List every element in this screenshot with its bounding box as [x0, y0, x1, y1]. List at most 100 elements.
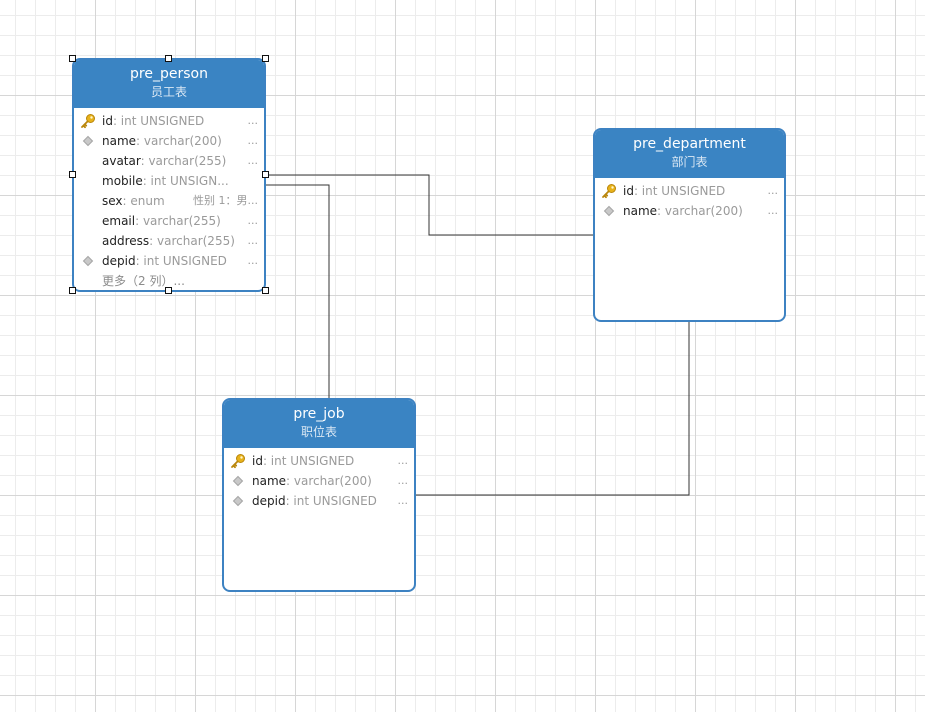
field-row[interactable]: avatar: varchar(255)...	[74, 151, 264, 171]
entity-header: pre_department 部门表	[595, 130, 784, 178]
field-row[interactable]: address: varchar(255)...	[74, 231, 264, 251]
field-name: id: int UNSIGNED	[102, 111, 204, 131]
field-name-text: name	[623, 204, 658, 218]
field-name: depid: int UNSIGNED	[102, 251, 227, 271]
field-type: : enum	[122, 194, 165, 208]
field-name-text: name	[252, 474, 287, 488]
field-extra: ...	[247, 134, 259, 147]
field-extra: ...	[397, 454, 409, 467]
entity-header: pre_person 员工表	[74, 60, 264, 108]
field-name-text: id	[623, 184, 634, 198]
more-columns-row[interactable]: 更多（2 列）...	[74, 271, 264, 290]
field-name: name: varchar(200)	[252, 471, 372, 491]
field-extra: ...	[767, 204, 779, 217]
field-type: : varchar(255)	[149, 234, 235, 248]
field-name-text: id	[102, 114, 113, 128]
field-name: email: varchar(255)	[102, 211, 221, 231]
field-extra: ...	[247, 254, 259, 267]
field-type: : int UNSIGNED	[135, 254, 227, 268]
field-type: : int UNSIGNED	[262, 454, 355, 468]
field-type: : int UNSIGNED	[633, 184, 726, 198]
field-name: name: varchar(200)	[623, 201, 743, 221]
diamond-icon	[80, 133, 96, 149]
entity-comment: 职位表	[300, 425, 337, 439]
diamond-icon	[601, 203, 617, 219]
field-row[interactable]: id: int UNSIGNED...	[595, 181, 784, 201]
field-type: : varchar(200)	[136, 134, 222, 148]
field-name-text: sex	[102, 194, 123, 208]
field-name: avatar: varchar(255)	[102, 151, 226, 171]
field-name-text: address	[102, 234, 150, 248]
diamond-icon	[230, 473, 246, 489]
field-name: sex: enum	[102, 191, 165, 211]
field-row[interactable]: id: int UNSIGNED...	[224, 451, 414, 471]
resize-handle-top-center[interactable]	[165, 55, 172, 62]
field-row[interactable]: mobile: int UNSIGN...	[74, 171, 264, 191]
field-extra: ...	[247, 154, 259, 167]
field-extra: ...	[397, 474, 409, 487]
field-type: : varchar(255)	[140, 154, 227, 168]
entity-name: pre_person	[130, 66, 208, 82]
entity-pre-person[interactable]: pre_person 员工表 id: int UNSIGNED...name: …	[72, 58, 266, 292]
field-name-text: depid	[102, 254, 136, 268]
field-name: address: varchar(255)	[102, 231, 235, 251]
diamond-icon	[80, 253, 96, 269]
field-row[interactable]: id: int UNSIGNED...	[74, 111, 264, 131]
field-extra: ...	[247, 234, 259, 247]
field-name-text: mobile	[102, 174, 143, 188]
field-name-text: name	[102, 134, 137, 148]
field-type: : varchar(255)	[135, 214, 221, 228]
field-name: id: int UNSIGNED	[252, 451, 354, 471]
entity-pre-job[interactable]: pre_job 职位表 id: int UNSIGNED...name: var…	[222, 398, 416, 592]
field-extra: ...	[247, 114, 259, 127]
relationship-person-department[interactable]	[265, 174, 594, 236]
field-row[interactable]: email: varchar(255)...	[74, 211, 264, 231]
key-icon	[601, 183, 617, 199]
field-name-text: email	[102, 214, 136, 228]
field-list: id: int UNSIGNED...name: varchar(200)...	[595, 178, 784, 221]
field-name: depid: int UNSIGNED	[252, 491, 377, 511]
field-row[interactable]: name: varchar(200)...	[224, 471, 414, 491]
field-list: id: int UNSIGNED...name: varchar(200)...…	[74, 108, 264, 290]
resize-handle-top-left[interactable]	[69, 55, 76, 62]
field-extra: ...	[247, 214, 259, 227]
field-row[interactable]: name: varchar(200)...	[595, 201, 784, 221]
field-type: : varchar(200)	[286, 474, 372, 488]
field-extra: 性别 1：男...	[193, 194, 258, 207]
resize-handle-bottom-right[interactable]	[262, 287, 269, 294]
field-type: : int UNSIGNED	[112, 114, 205, 128]
field-list: id: int UNSIGNED...name: varchar(200)...…	[224, 448, 414, 511]
field-name-text: depid	[252, 494, 286, 508]
field-name: name: varchar(200)	[102, 131, 222, 151]
field-name: id: int UNSIGNED	[623, 181, 725, 201]
field-type: : varchar(200)	[657, 204, 743, 218]
key-icon	[80, 113, 96, 129]
entity-header: pre_job 职位表	[224, 400, 414, 448]
entity-comment: 部门表	[671, 155, 708, 169]
resize-handle-bottom-center[interactable]	[165, 287, 172, 294]
field-type: : int UNSIGN...	[142, 174, 229, 188]
diamond-icon	[230, 493, 246, 509]
field-row[interactable]: name: varchar(200)...	[74, 131, 264, 151]
resize-handle-top-right[interactable]	[262, 55, 269, 62]
entity-name: pre_job	[293, 406, 345, 422]
key-icon	[230, 453, 246, 469]
relationship-job-department[interactable]	[415, 321, 690, 496]
resize-handle-middle-right[interactable]	[262, 171, 269, 178]
resize-handle-middle-left[interactable]	[69, 171, 76, 178]
entity-name: pre_department	[633, 136, 746, 152]
relationship-person-job[interactable]	[265, 184, 330, 399]
field-row[interactable]: sex: enum 性别 1：男...	[74, 191, 264, 211]
more-columns-label: 更多（2 列）...	[102, 274, 185, 288]
field-row[interactable]: depid: int UNSIGNED...	[224, 491, 414, 511]
field-name: mobile: int UNSIGN...	[102, 171, 229, 191]
field-name-text: avatar	[102, 154, 141, 168]
field-name-text: id	[252, 454, 263, 468]
field-row[interactable]: depid: int UNSIGNED...	[74, 251, 264, 271]
field-type: : int UNSIGNED	[285, 494, 377, 508]
field-extra: ...	[397, 494, 409, 507]
field-extra: ...	[767, 184, 779, 197]
entity-pre-department[interactable]: pre_department 部门表 id: int UNSIGNED...na…	[593, 128, 786, 322]
resize-handle-bottom-left[interactable]	[69, 287, 76, 294]
